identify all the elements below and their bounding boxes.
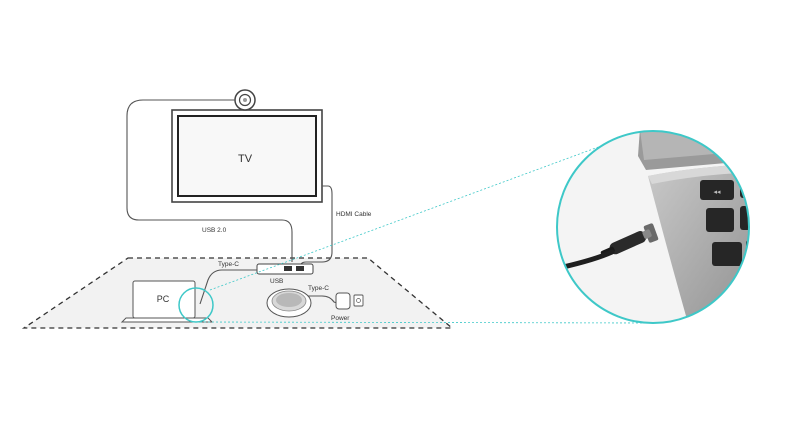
table-surface	[21, 257, 454, 329]
tv: TV	[171, 109, 323, 203]
tv-label: TV	[238, 153, 253, 165]
hub-icon	[256, 263, 314, 275]
speakerphone-icon	[266, 288, 312, 318]
type-c-right-label: Type-C	[308, 285, 329, 292]
zoom-circle-border	[556, 130, 750, 324]
type-c-top-label: Type-C	[218, 261, 239, 268]
power-adapter-icon	[335, 292, 364, 310]
usb-20-label: USB 2.0	[202, 227, 227, 234]
type-c-cable-power	[308, 295, 341, 305]
zoom-guide-top	[209, 141, 613, 291]
hdmi-cable	[299, 185, 333, 269]
power-label: Power	[331, 315, 350, 322]
laptop-icon: PC	[120, 280, 214, 323]
pc-label: PC	[157, 294, 170, 304]
port-highlight	[178, 287, 214, 323]
usb-cable	[126, 99, 293, 262]
camera-icon	[234, 89, 256, 111]
zoom-guide-bottom	[199, 321, 651, 324]
type-c-cable-pc	[199, 269, 257, 305]
zoom-detail: ◂◂	[557, 131, 749, 323]
svg-text:◂◂: ◂◂	[713, 188, 721, 196]
usb-label: USB	[270, 278, 283, 285]
hdmi-cable-label: HDMI Cable	[336, 211, 372, 218]
